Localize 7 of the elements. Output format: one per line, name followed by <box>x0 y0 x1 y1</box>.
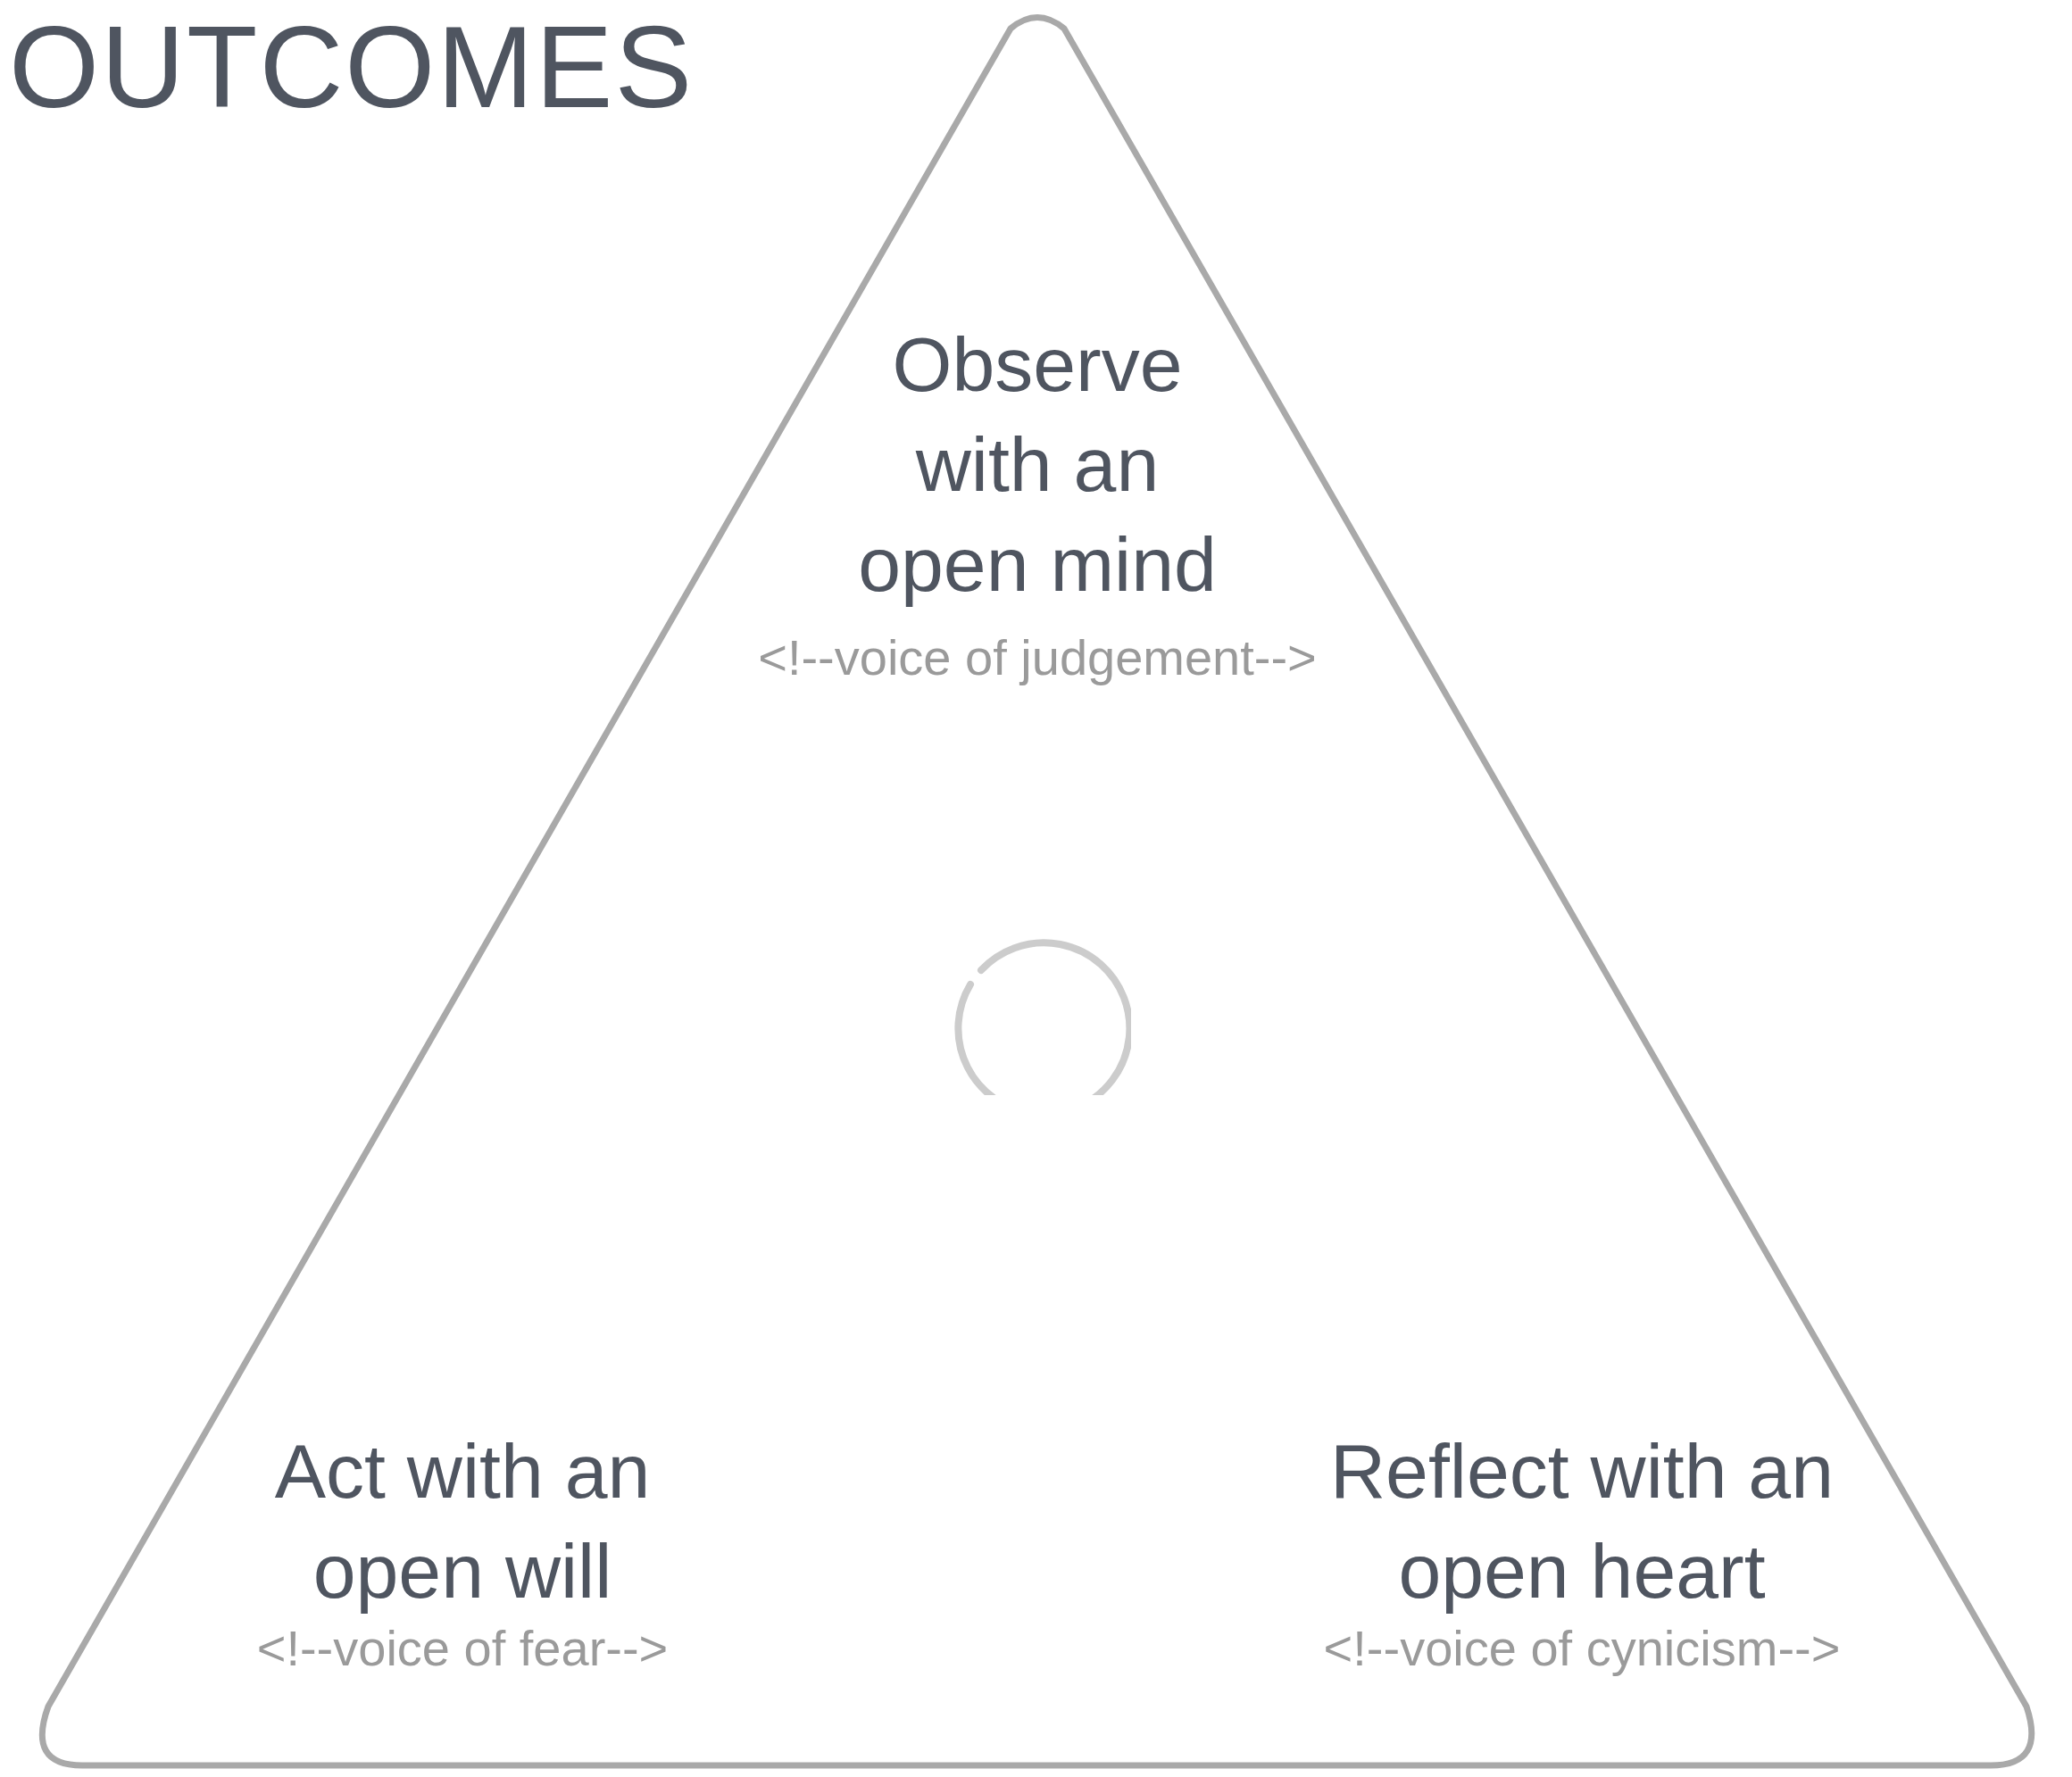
subheading: <!--voice of judgement--> <box>757 628 1318 687</box>
heading: Reflect with an open heart <box>1328 1427 1835 1615</box>
heading: Observe with an open mind <box>857 320 1218 609</box>
subheading: <!--voice of fear--> <box>255 1619 670 1678</box>
heading: Act with an open will <box>273 1427 652 1615</box>
subheading: <!--voice of cynicism--> <box>1322 1619 1842 1678</box>
title: OUTCOMES <box>9 1 695 134</box>
